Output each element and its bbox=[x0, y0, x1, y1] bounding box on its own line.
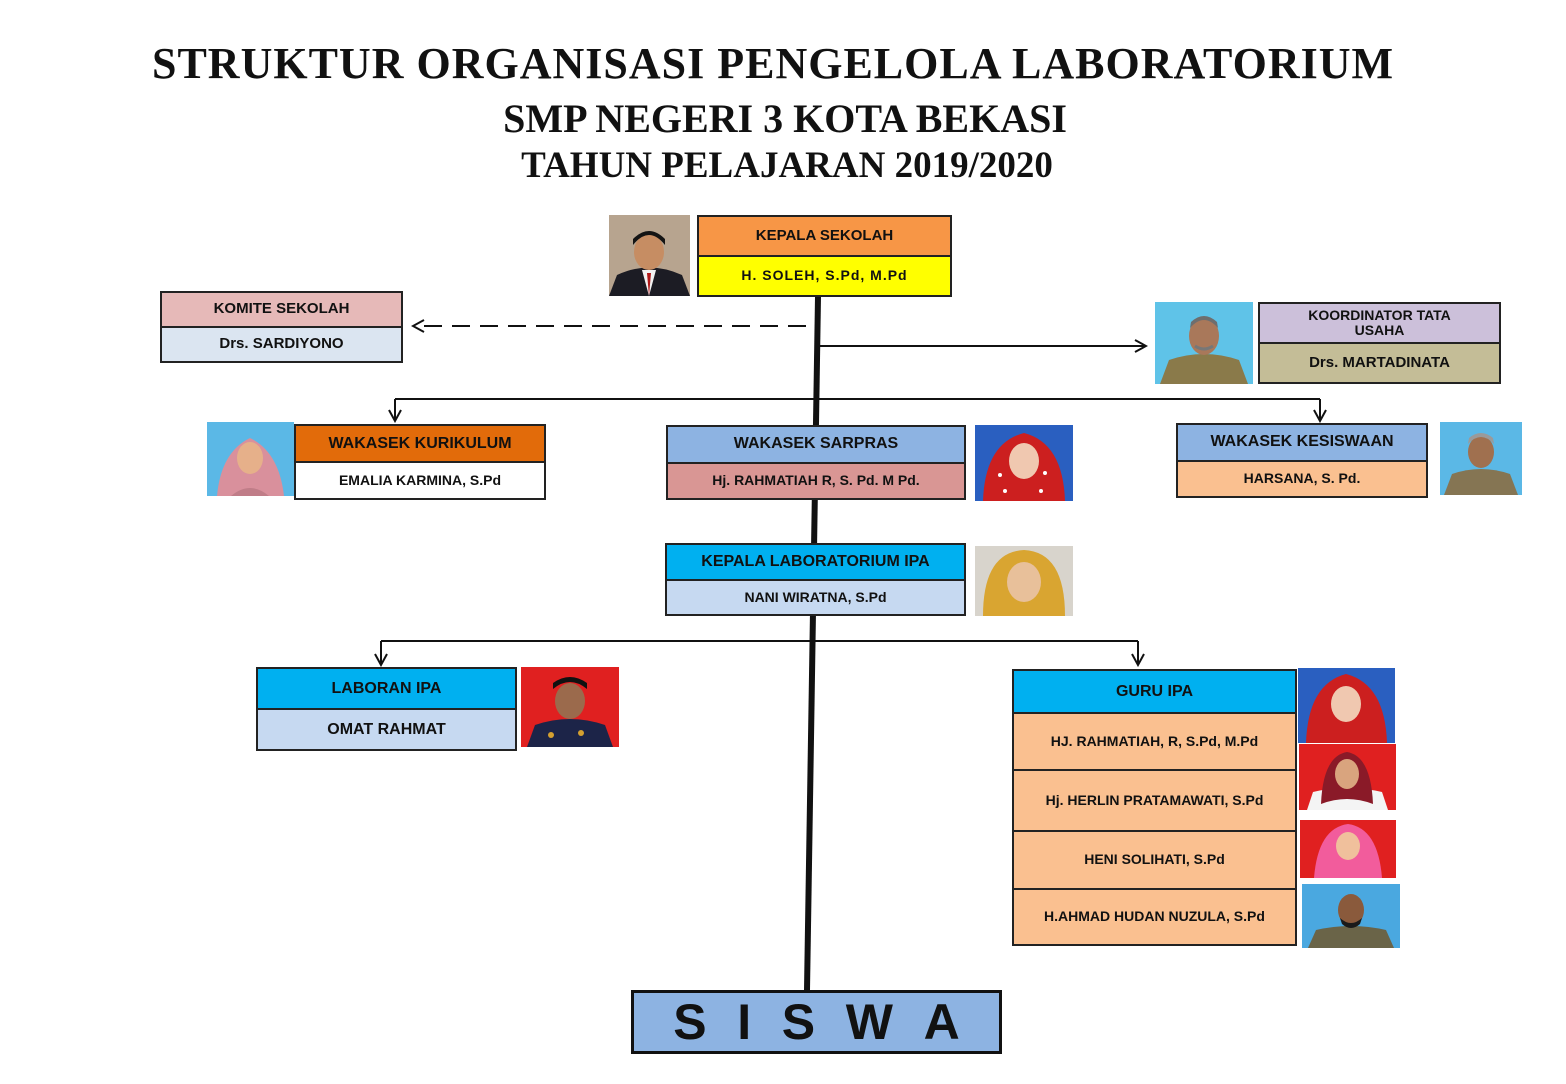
main-trunk-line bbox=[804, 296, 821, 991]
koordinator-name: Drs. MARTADINATA bbox=[1260, 342, 1499, 382]
kepala-sekolah-photo bbox=[609, 215, 690, 296]
school-name: SMP NEGERI 3 KOTA BEKASI bbox=[503, 96, 1067, 141]
sarpras-role: WAKASEK SARPRAS bbox=[668, 427, 964, 462]
kepala-lab-photo bbox=[975, 546, 1073, 616]
kesiswaan-role: WAKASEK KESISWAAN bbox=[1178, 425, 1426, 460]
komite-role: KOMITE SEKOLAH bbox=[162, 293, 401, 326]
sarpras-name: Hj. RAHMATIAH R, S. Pd. M Pd. bbox=[668, 461, 964, 498]
siswa-box: S I S W A bbox=[631, 990, 1002, 1054]
guru-member: HENI SOLIHATI, S.Pd bbox=[1014, 830, 1295, 888]
guru-role: GURU IPA bbox=[1014, 671, 1295, 712]
sarpras-photo bbox=[975, 425, 1073, 501]
guru-photo-2 bbox=[1299, 744, 1396, 810]
siswa-letter: W bbox=[845, 994, 893, 1050]
laboran-photo bbox=[521, 667, 619, 747]
koordinator-box: KOORDINATOR TATA USAHA Drs. MARTADINATA bbox=[1258, 302, 1501, 384]
kesiswaan-photo bbox=[1440, 422, 1522, 495]
kurikulum-photo bbox=[207, 422, 294, 496]
kurikulum-role: WAKASEK KURIKULUM bbox=[296, 426, 544, 461]
siswa-letter: S bbox=[673, 994, 707, 1050]
page-title: STRUKTUR ORGANISASI PENGELOLA LABORATORI… bbox=[151, 39, 1395, 88]
kepala-sekolah-box: KEPALA SEKOLAH H. SOLEH, S.Pd, M.Pd bbox=[697, 215, 952, 297]
guru-member: HJ. RAHMATIAH, R, S.Pd, M.Pd bbox=[1014, 712, 1295, 769]
laboran-box: LABORAN IPA OMAT RAHMAT bbox=[256, 667, 517, 751]
siswa-letter: A bbox=[923, 994, 960, 1050]
laboran-role: LABORAN IPA bbox=[258, 669, 515, 708]
komite-box: KOMITE SEKOLAH Drs. SARDIYONO bbox=[160, 291, 403, 363]
guru-photo-3 bbox=[1300, 820, 1396, 878]
kepala-sekolah-role: KEPALA SEKOLAH bbox=[699, 217, 950, 255]
academic-year: TAHUN PELAJARAN 2019/2020 bbox=[521, 145, 1053, 186]
kepala-sekolah-name: H. SOLEH, S.Pd, M.Pd bbox=[699, 255, 950, 295]
komite-name: Drs. SARDIYONO bbox=[162, 326, 401, 361]
kepala-lab-role: KEPALA LABORATORIUM IPA bbox=[667, 545, 964, 579]
koordinator-photo bbox=[1155, 302, 1253, 384]
guru-photo-4 bbox=[1302, 884, 1400, 948]
guru-photo-1 bbox=[1298, 668, 1395, 743]
sarpras-box: WAKASEK SARPRAS Hj. RAHMATIAH R, S. Pd. … bbox=[666, 425, 966, 500]
laboran-name: OMAT RAHMAT bbox=[258, 708, 515, 749]
kurikulum-box: WAKASEK KURIKULUM EMALIA KARMINA, S.Pd bbox=[294, 424, 546, 500]
koordinator-role: KOORDINATOR TATA USAHA bbox=[1260, 304, 1499, 342]
kesiswaan-name: HARSANA, S. Pd. bbox=[1178, 459, 1426, 496]
guru-box: GURU IPA HJ. RAHMATIAH, R, S.Pd, M.Pd Hj… bbox=[1012, 669, 1297, 946]
guru-member: Hj. HERLIN PRATAMAWATI, S.Pd bbox=[1014, 769, 1295, 830]
siswa-letter: S bbox=[781, 994, 816, 1050]
kesiswaan-box: WAKASEK KESISWAAN HARSANA, S. Pd. bbox=[1176, 423, 1428, 498]
guru-member: H.AHMAD HUDAN NUZULA, S.Pd bbox=[1014, 888, 1295, 944]
kurikulum-name: EMALIA KARMINA, S.Pd bbox=[296, 461, 544, 498]
siswa-letter: I bbox=[737, 994, 752, 1050]
kepala-lab-name: NANI WIRATNA, S.Pd bbox=[667, 578, 964, 614]
kepala-lab-box: KEPALA LABORATORIUM IPA NANI WIRATNA, S.… bbox=[665, 543, 966, 616]
